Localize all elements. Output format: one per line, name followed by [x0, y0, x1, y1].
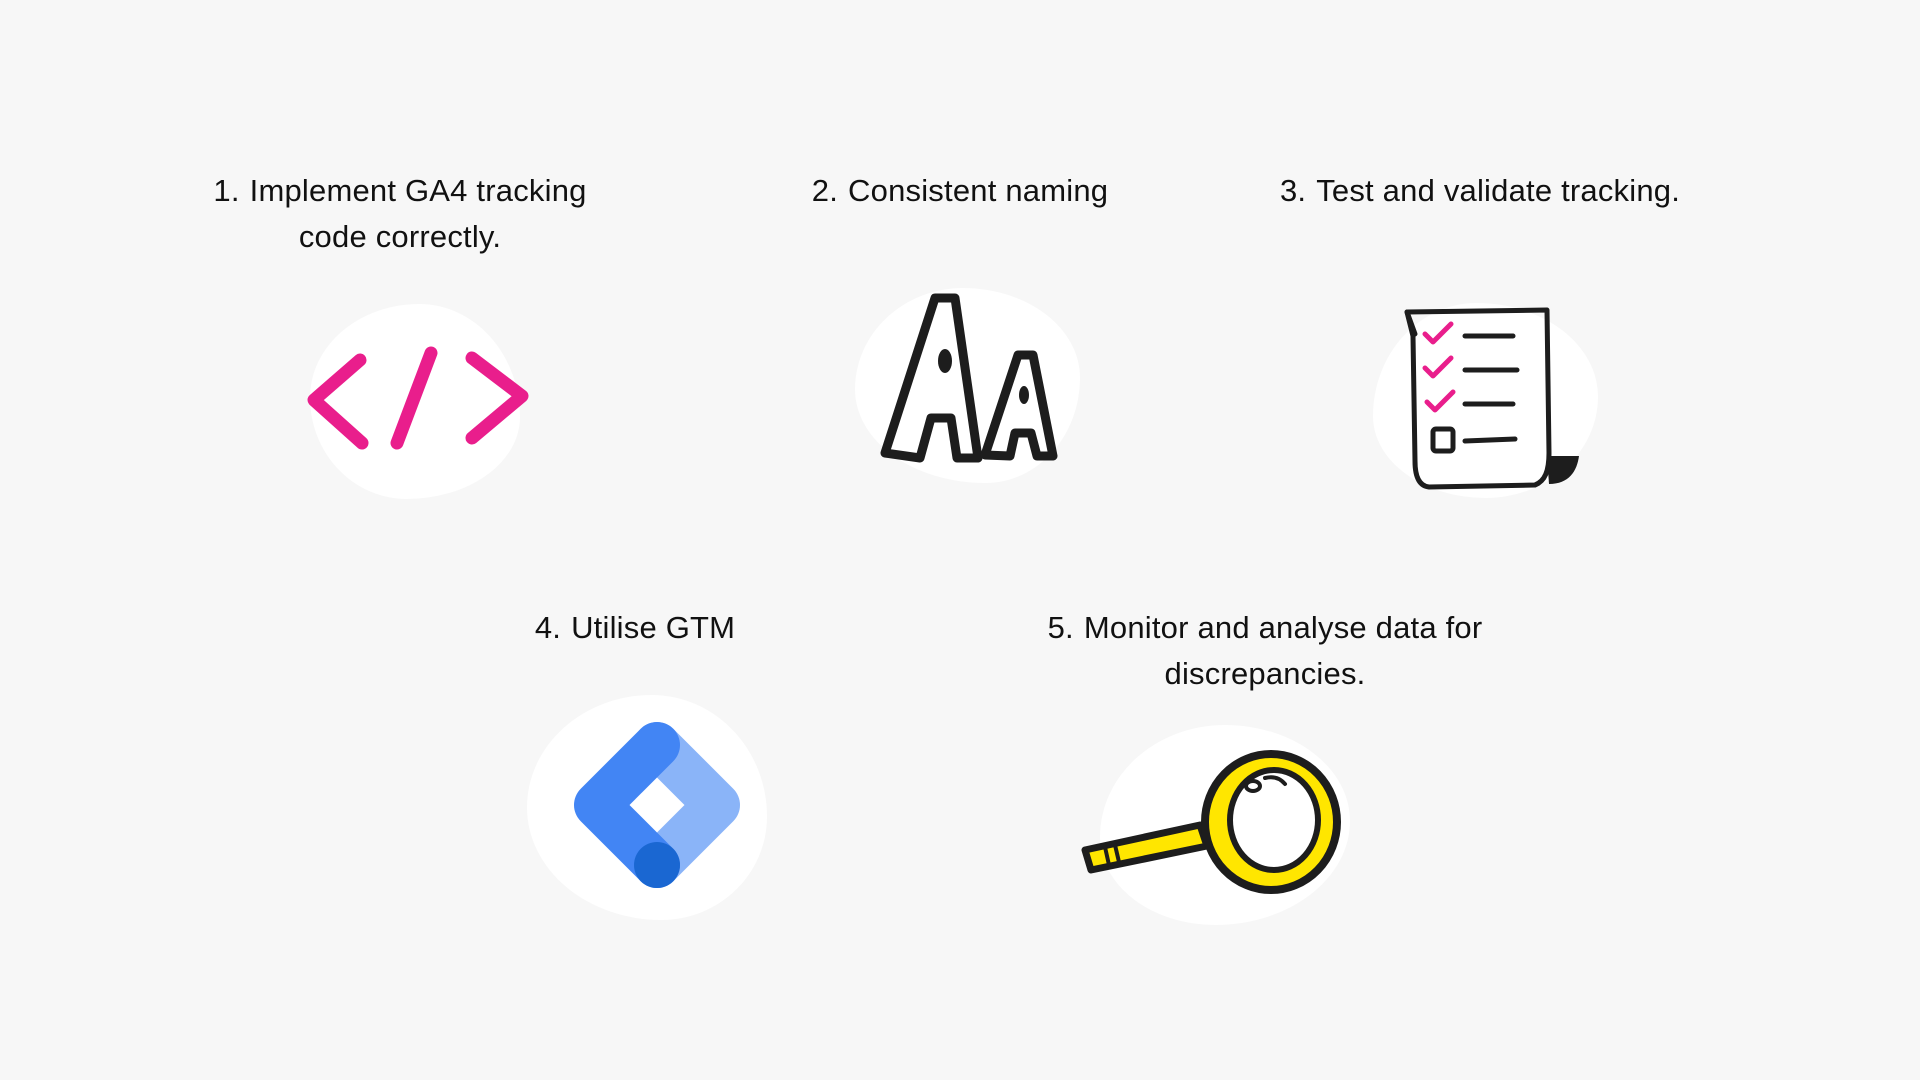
step-2: 2. Consistent naming	[780, 168, 1140, 483]
step-1: 1. Implement GA4 tracking code correctly.	[150, 168, 650, 499]
step-title: 3. Test and validate tracking.	[1240, 168, 1720, 214]
step-title: 2. Consistent naming	[780, 168, 1140, 214]
step-number: 5.	[1047, 610, 1074, 645]
step-number: 3.	[1279, 173, 1307, 208]
code-brackets-icon	[307, 346, 529, 450]
step-title-line-1: Utilise GTM	[571, 610, 736, 645]
font-case-icon	[880, 293, 1058, 463]
step-title-line-2: code correctly.	[298, 219, 502, 254]
step-4: 4. Utilise GTM	[470, 605, 800, 920]
step-title: 5. Monitor and analyse data for	[1000, 605, 1530, 651]
checklist-icon	[1404, 307, 1579, 490]
step-title: 1. Implement GA4 tracking	[150, 168, 650, 214]
step-3: 3. Test and validate tracking.	[1240, 168, 1720, 498]
step-title-line-1: Implement GA4 tracking	[249, 173, 587, 208]
step-title-line-1: Monitor and analyse data for	[1083, 610, 1483, 645]
step-title-line-2: discrepancies.	[1164, 656, 1366, 691]
step-title-line-1: Test and validate tracking.	[1316, 173, 1681, 208]
step-number: 2.	[811, 173, 839, 208]
magnifying-glass-icon	[1081, 750, 1341, 894]
step-title: 4. Utilise GTM	[470, 605, 800, 651]
step-5: 5. Monitor and analyse data for discrepan…	[1000, 605, 1530, 925]
google-tag-manager-icon	[574, 722, 740, 888]
step-title-line-1: Consistent naming	[848, 173, 1109, 208]
step-number: 1.	[213, 173, 240, 208]
step-number: 4.	[534, 610, 562, 645]
